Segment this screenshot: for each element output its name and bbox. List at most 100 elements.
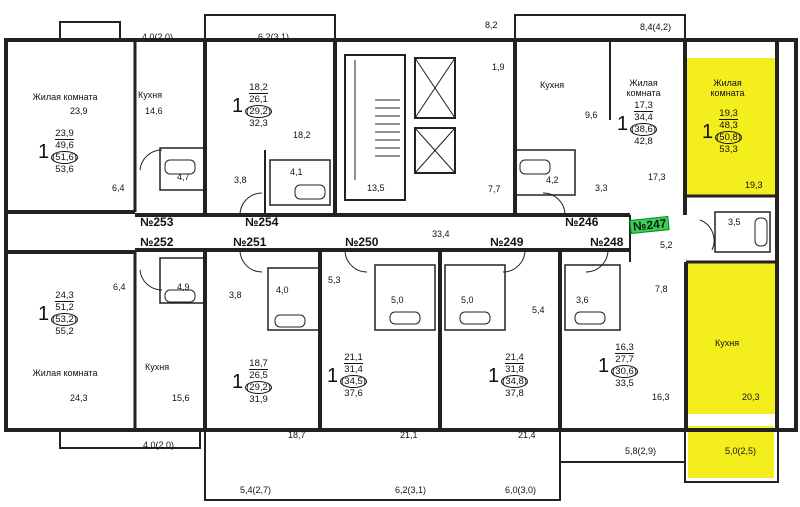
apt-254-label[interactable]: №254	[245, 215, 279, 229]
room-count: 1	[38, 140, 50, 163]
room-name-living: Жилая комната	[710, 78, 745, 98]
balcony-area: 4,0(2,0)	[142, 32, 174, 42]
balcony-area: 8,4(4,2)	[640, 22, 672, 32]
total-area: 27,7	[615, 354, 634, 365]
gross-area: 31,9	[249, 394, 268, 405]
apt-246-label[interactable]: №246	[565, 215, 599, 229]
living-area: 24,3	[55, 290, 74, 302]
area-with-balcony: (38,6)	[630, 123, 657, 136]
living-area: 17,3	[634, 100, 653, 112]
room-count: 1	[232, 370, 244, 393]
room-area: 4,7	[177, 172, 190, 182]
balcony-area: 5,0(2,5)	[725, 446, 757, 456]
room-area: 14,6	[145, 106, 163, 116]
area-with-balcony: (50,8)	[715, 131, 742, 144]
room-name-living: Жилая комната	[32, 368, 98, 378]
room-count: 1	[327, 364, 339, 387]
gross-area: 32,3	[249, 118, 268, 129]
living-area: 19,3	[719, 108, 738, 120]
room-area: 5,0	[391, 295, 404, 305]
apt-250-label[interactable]: №250	[345, 235, 379, 249]
gross-area: 33,5	[615, 378, 634, 389]
balcony-area: 5,8(2,9)	[625, 446, 657, 456]
room-name-kitchen: Кухня	[138, 90, 163, 100]
room-area: 23,9	[70, 106, 88, 116]
area-with-balcony: (34,5)	[340, 375, 367, 388]
apt-252-label[interactable]: №252	[140, 235, 174, 249]
area-with-balcony: (29,2)	[245, 105, 272, 118]
apt-249-label[interactable]: №249	[490, 235, 524, 249]
room-area: 3,5	[728, 217, 741, 227]
gross-area: 53,6	[55, 164, 74, 175]
room-area: 3,6	[576, 295, 589, 305]
room-area: 19,3	[745, 180, 763, 190]
room-area: 4,9	[177, 282, 190, 292]
total-area: 31,8	[505, 364, 524, 375]
room-area: 7,7	[488, 184, 501, 194]
room-area: 8,2	[485, 20, 498, 30]
total-area: 26,5	[249, 370, 268, 381]
room-area: 24,3	[70, 393, 88, 403]
room-area: 21,1	[400, 430, 418, 440]
total-area: 34,4	[634, 112, 653, 123]
room-area: 4,1	[290, 167, 303, 177]
room-area: 1,9	[492, 62, 505, 72]
total-area: 48,3	[719, 120, 738, 131]
room-area: 18,2	[293, 130, 311, 140]
room-area: 3,8	[234, 175, 247, 185]
room-area: 15,6	[172, 393, 190, 403]
room-area: 3,3	[595, 183, 608, 193]
total-area: 49,6	[55, 140, 74, 151]
room-area: 5,3	[328, 275, 341, 285]
area-with-balcony: (34,8)	[501, 375, 528, 388]
room-name-living: Жилая комната	[32, 92, 98, 102]
room-area: 6,4	[113, 282, 126, 292]
total-area: 26,1	[249, 94, 268, 105]
balcony-area: 6,0(3,0)	[505, 485, 537, 495]
room-count: 1	[38, 302, 50, 325]
room-area: 3,8	[229, 290, 242, 300]
living-area: 16,3	[615, 342, 634, 354]
room-area: 4,0	[276, 285, 289, 295]
gross-area: 55,2	[55, 326, 74, 337]
room-name-kitchen: Кухня	[540, 80, 565, 90]
gross-area: 53,3	[719, 144, 738, 155]
living-area: 23,9	[55, 128, 74, 140]
area-with-balcony: (30,6)	[611, 365, 638, 378]
apt-253-label[interactable]: №253	[140, 215, 174, 229]
living-area: 18,7	[249, 358, 268, 370]
total-area: 31,4	[344, 364, 363, 375]
area-with-balcony: (51,6)	[51, 151, 78, 164]
room-count: 1	[598, 354, 610, 377]
apt-251-label[interactable]: №251	[233, 235, 267, 249]
apt-248-label[interactable]: №248	[590, 235, 624, 249]
room-name-living: Жилая комната	[626, 78, 661, 98]
room-area: 20,3	[742, 392, 760, 402]
living-area: 21,1	[344, 352, 363, 364]
living-area: 21,4	[505, 352, 524, 364]
room-area: 18,7	[288, 430, 306, 440]
area-with-balcony: (53,2)	[51, 313, 78, 326]
room-area: 4,2	[546, 175, 559, 185]
apt-247-highlight	[685, 58, 775, 478]
room-area: 17,3	[648, 172, 666, 182]
room-area: 5,0	[461, 295, 474, 305]
gross-area: 37,8	[505, 388, 524, 399]
room-area: 6,4	[112, 183, 125, 193]
room-area: 21,4	[518, 430, 536, 440]
room-area: 16,3	[652, 392, 670, 402]
room-area: 7,8	[655, 284, 668, 294]
room-count: 1	[617, 112, 629, 135]
room-count: 1	[702, 120, 714, 143]
room-name-kitchen: Кухня	[715, 338, 740, 348]
corridor-area: 33,4	[432, 229, 450, 239]
